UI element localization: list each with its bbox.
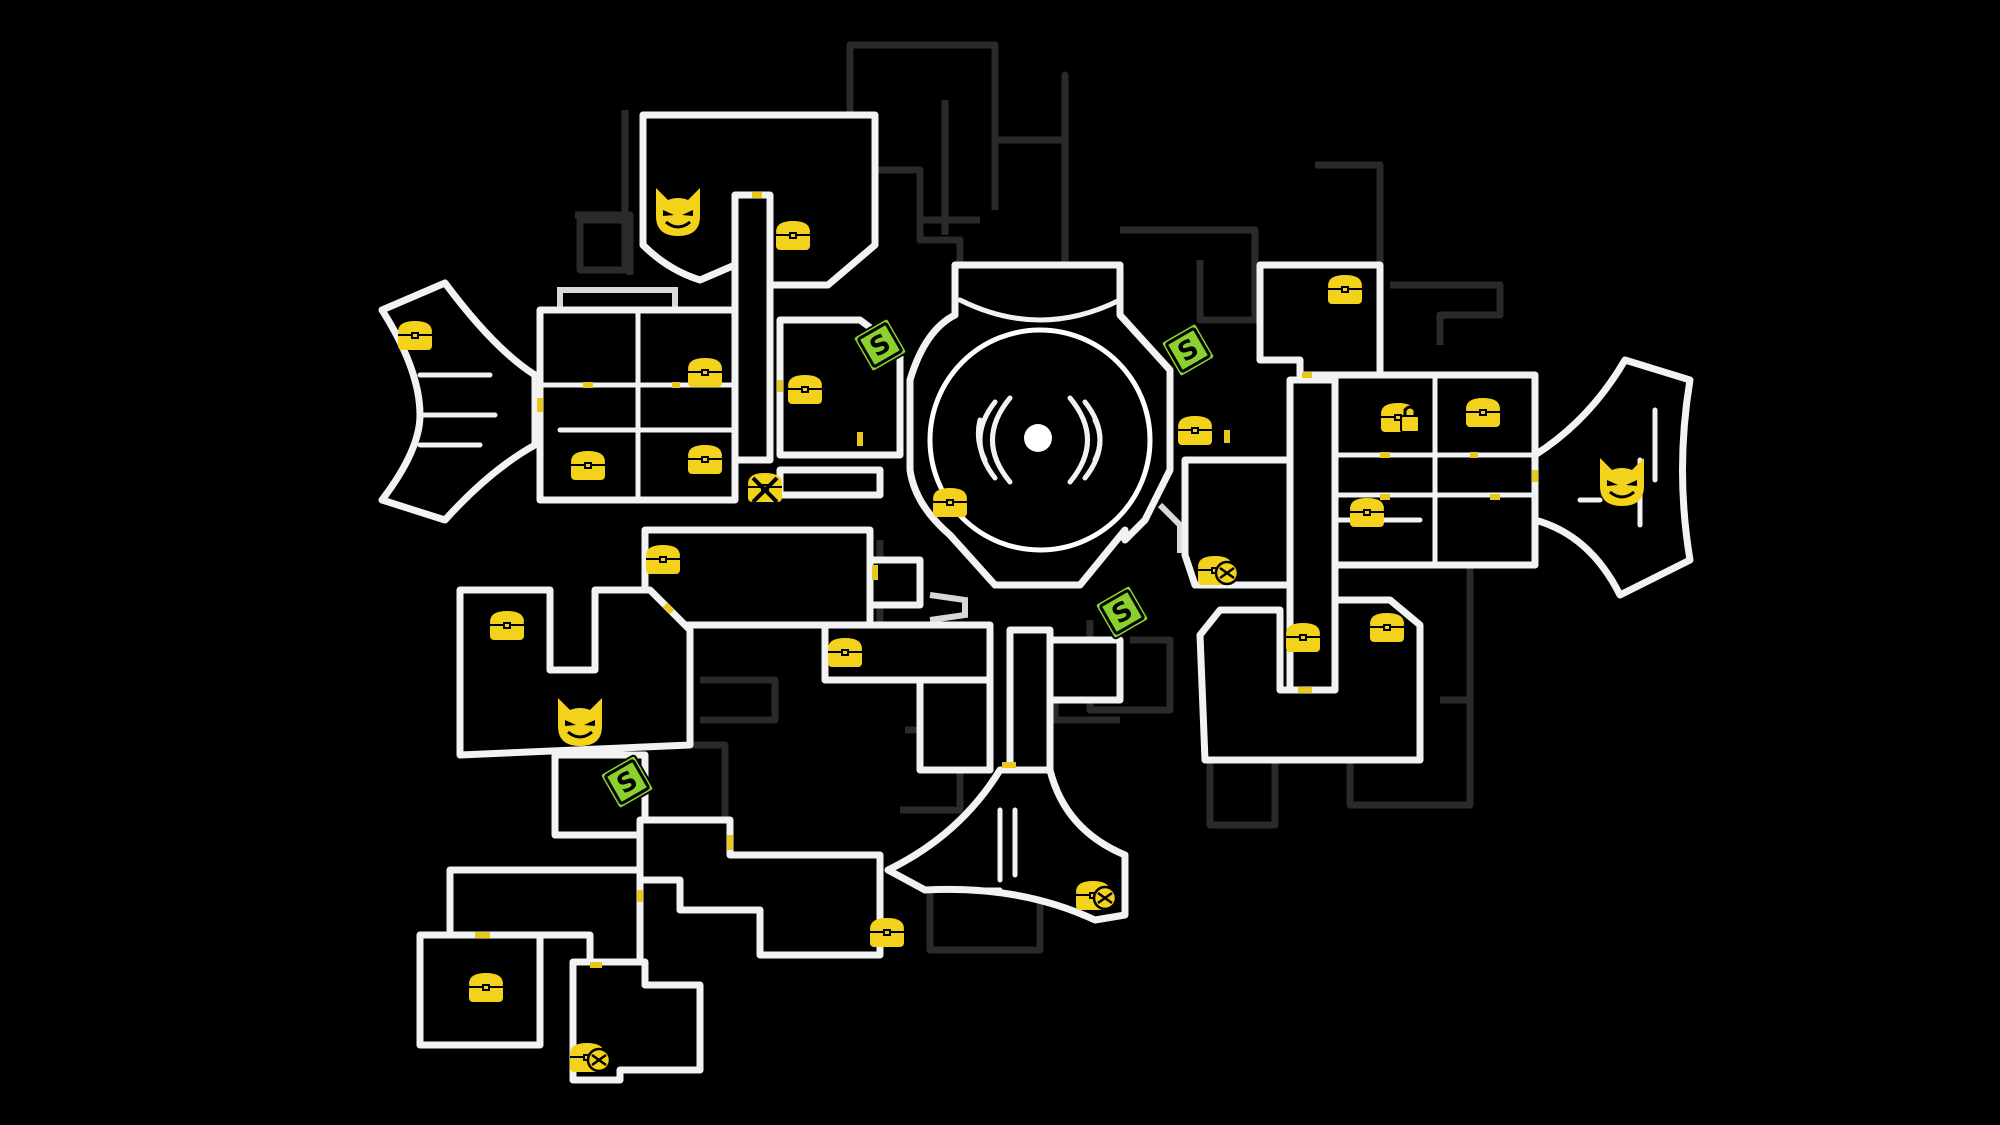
- hub-center-icon: [1024, 424, 1052, 452]
- treasure-chest-icon[interactable]: [1349, 497, 1385, 528]
- doors: [475, 192, 1538, 968]
- treasure-chest-icon[interactable]: [397, 320, 433, 351]
- treasure-chest-icon[interactable]: [775, 220, 811, 251]
- treasure-chest-icon[interactable]: [489, 610, 525, 641]
- treasure-chest-icon[interactable]: [570, 450, 606, 481]
- treasure-chest-icon[interactable]: [1465, 397, 1501, 428]
- treasure-chest-icon[interactable]: [687, 444, 723, 475]
- treasure-chest-icon[interactable]: [787, 374, 823, 405]
- treasure-chest-icon[interactable]: [1285, 622, 1321, 653]
- treasure-chest-icon[interactable]: [1369, 612, 1405, 643]
- broken-chest-icon[interactable]: [748, 473, 782, 502]
- treasure-chest-icon[interactable]: [869, 917, 905, 948]
- treasure-chest-icon[interactable]: [827, 637, 863, 668]
- treasure-chest-icon[interactable]: [645, 544, 681, 575]
- safe-room-icon[interactable]: [1093, 583, 1151, 641]
- locked-chest-icon[interactable]: [1381, 403, 1419, 432]
- treasure-chest-icon[interactable]: [1177, 415, 1213, 446]
- treasure-chest-icon[interactable]: [932, 487, 968, 518]
- map-details: [417, 297, 1658, 893]
- treasure-chest-icon[interactable]: [687, 357, 723, 388]
- treasure-chest-icon[interactable]: [1327, 274, 1363, 305]
- treasure-chest-icon[interactable]: [468, 972, 504, 1003]
